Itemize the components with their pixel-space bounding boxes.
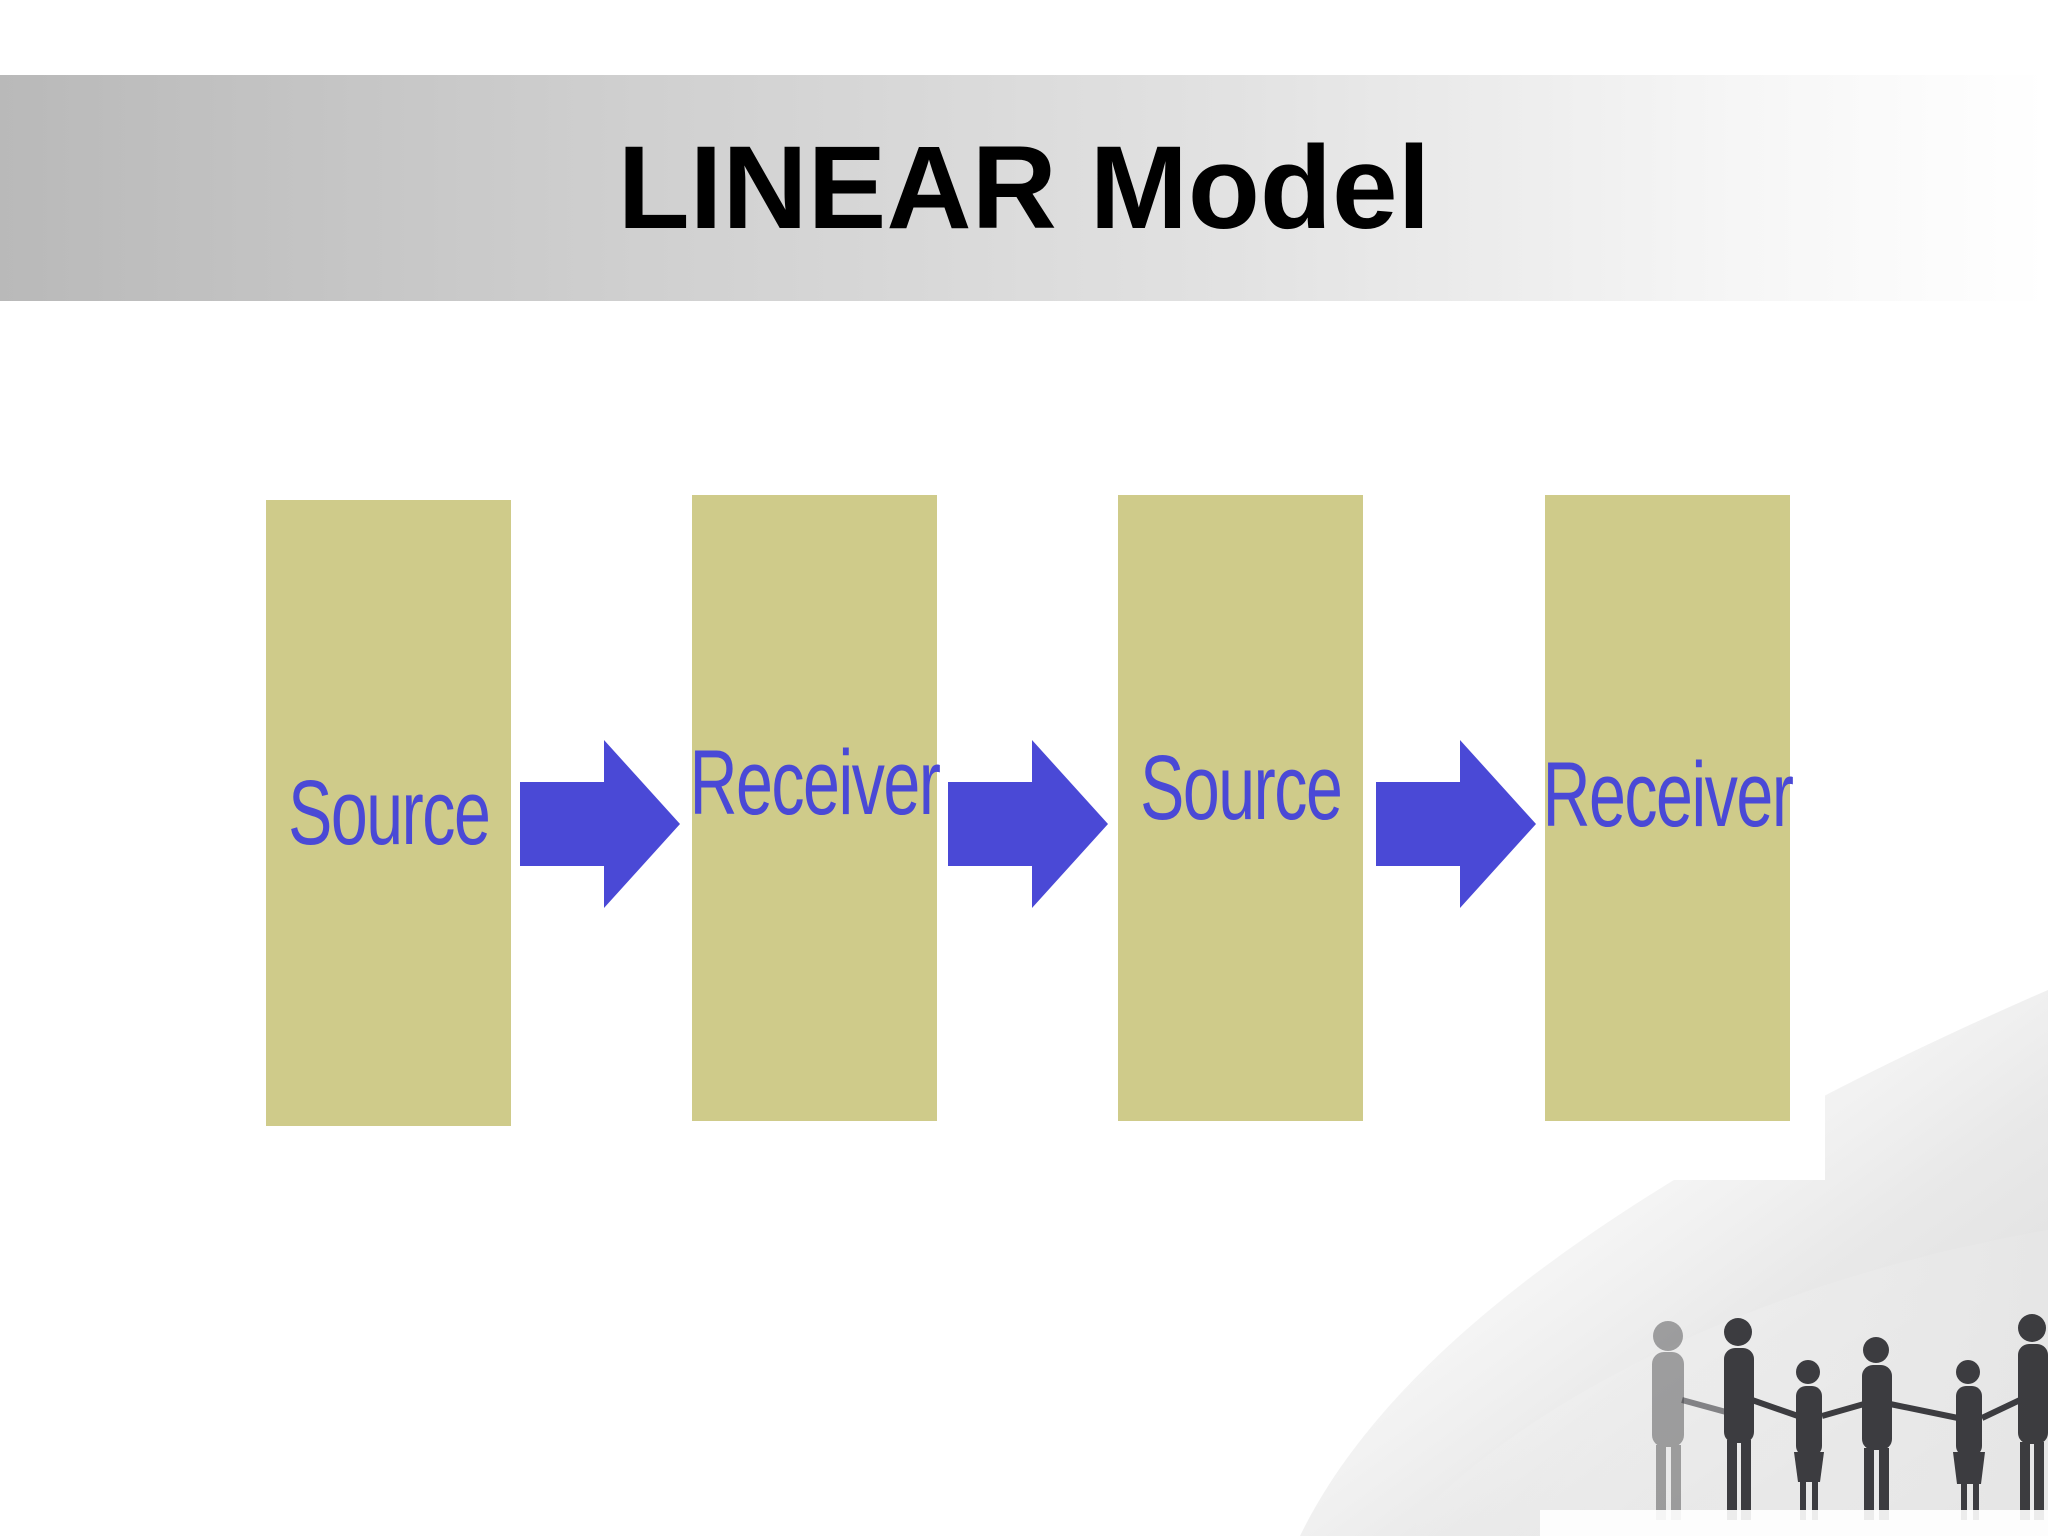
receiver-label: Receiver	[689, 731, 941, 834]
source-box: Source	[1118, 495, 1363, 1121]
arrow-right-icon	[948, 740, 1108, 908]
source-label: Source	[287, 761, 491, 864]
slide-title: LINEAR Model	[617, 122, 1431, 254]
arrow-right-icon	[520, 740, 680, 908]
title-band	[0, 75, 2048, 301]
receiver-box: Receiver	[1542, 495, 1794, 1121]
source-box: Source	[266, 500, 511, 1126]
receiver-box: Receiver	[689, 495, 941, 1121]
arrow-right-icon	[1376, 740, 1536, 908]
receiver-label: Receiver	[1542, 744, 1794, 846]
diagram-panel: Source Receiver Source Receiver	[240, 450, 1825, 1180]
people-silhouette-icon	[1652, 1314, 2048, 1520]
source-label: Source	[1139, 736, 1343, 839]
